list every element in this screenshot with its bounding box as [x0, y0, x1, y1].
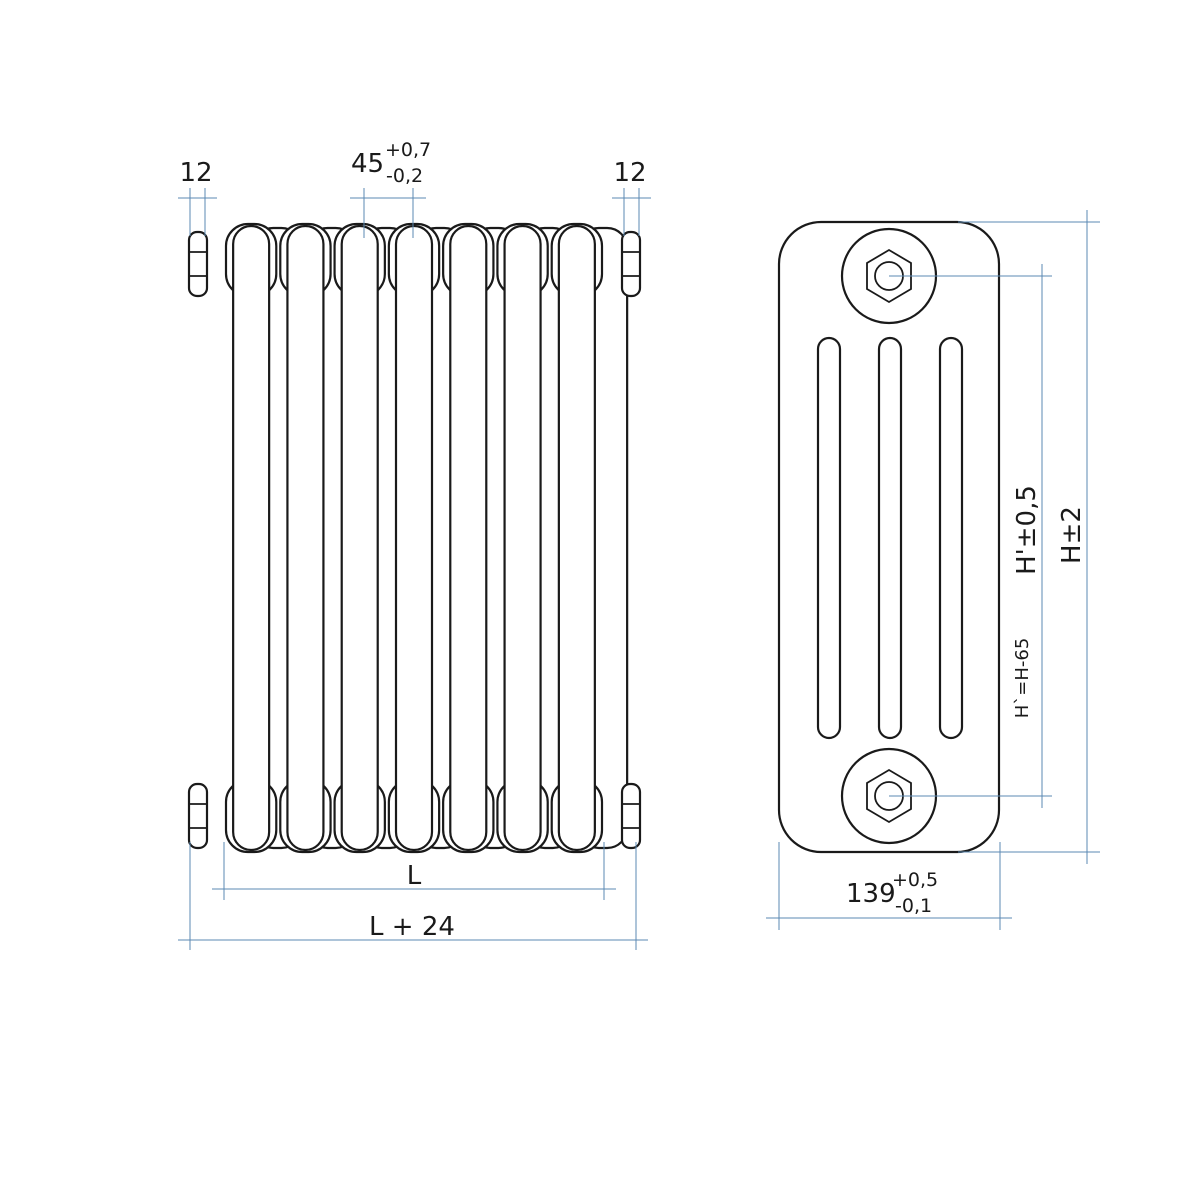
water-channel	[877, 336, 903, 740]
dimension-depth: 139 +0,5 -0,1	[766, 842, 1012, 930]
height-label: H±2	[1057, 506, 1087, 564]
radiator-section	[279, 222, 332, 854]
end-plug-top-right	[620, 230, 642, 298]
dimension-axis-distance: H'±0,5 H`=H-65	[889, 264, 1052, 808]
radiator-section	[224, 222, 278, 854]
water-channel	[816, 336, 842, 740]
depth-tolerance-plus: +0,5	[892, 869, 938, 891]
dimension-total-length: L + 24	[178, 842, 648, 950]
radiator-section	[387, 222, 441, 854]
dimension-section-pitch: 45 +0,7 -0,2	[350, 139, 431, 238]
side-offset-left-label: 12	[179, 158, 212, 188]
end-plug-bottom-left	[187, 782, 209, 850]
radiator-section	[496, 222, 549, 854]
pitch-tolerance-minus: -0,2	[386, 165, 423, 187]
dimension-height: H±2	[958, 210, 1100, 864]
length-label: L	[407, 861, 422, 891]
end-plug-bottom-right	[620, 782, 642, 850]
pitch-tolerance-plus: +0,7	[385, 139, 431, 161]
pitch-nominal-label: 45	[351, 149, 384, 179]
total-length-label: L + 24	[369, 912, 455, 942]
end-plug-top-left	[187, 230, 209, 298]
radiator-section	[442, 222, 495, 854]
axis-formula-label: H`=H-65	[1012, 638, 1033, 719]
side-offset-right-label: 12	[613, 158, 646, 188]
radiator-section	[333, 222, 386, 854]
water-channels	[816, 336, 964, 740]
axis-distance-label: H'±0,5	[1012, 485, 1042, 575]
water-channel	[938, 336, 964, 740]
depth-tolerance-minus: -0,1	[895, 895, 932, 917]
radiator-section	[550, 222, 604, 854]
radiator-sections	[224, 222, 629, 854]
side-view: H'±0,5 H`=H-65 H±2 139 +0,5 -0,1	[766, 210, 1100, 930]
depth-nominal-label: 139	[846, 879, 896, 909]
dimension-length: L	[212, 842, 616, 900]
dimension-side-offset-right: 12	[612, 158, 651, 236]
dimension-side-offset-left: 12	[178, 158, 217, 236]
front-view: 12 12 45 +0,7 -0,2 L	[178, 139, 651, 950]
